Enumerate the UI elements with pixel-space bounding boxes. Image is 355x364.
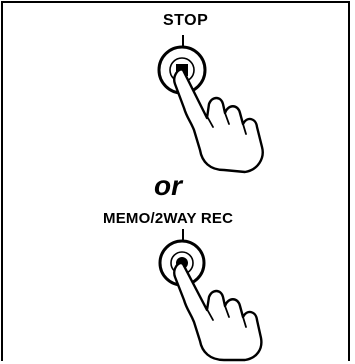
stop-label: STOP	[163, 12, 208, 30]
pressing-hand-icon	[174, 69, 262, 172]
or-label: or	[154, 172, 182, 200]
pressing-hand-icon	[174, 263, 261, 360]
memo-2way-rec-label: MEMO/2WAY REC	[103, 210, 233, 227]
